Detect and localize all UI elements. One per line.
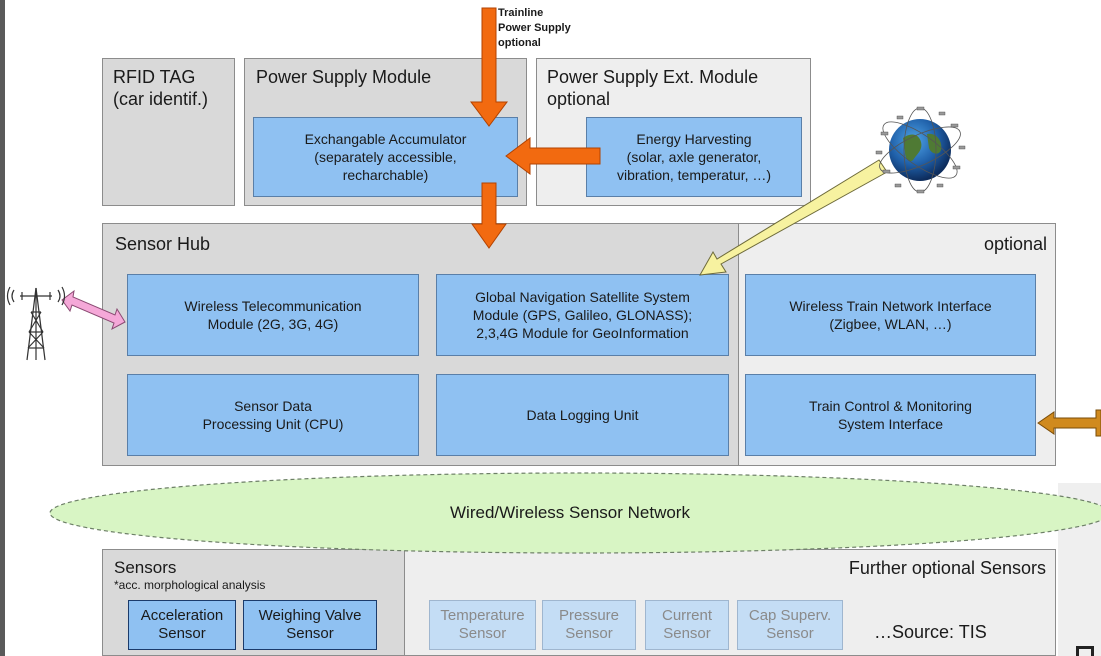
energy-harvesting: Energy Harvesting (solar, axle generator… xyxy=(586,117,802,197)
sensor-data-processing-unit: Sensor Data Processing Unit (CPU) xyxy=(127,374,419,456)
sensors-title: Sensors xyxy=(114,558,177,577)
wireless-train-network-interface: Wireless Train Network Interface (Zigbee… xyxy=(745,274,1036,356)
exchangable-accumulator: Exchangable Accumulator (separately acce… xyxy=(253,117,518,197)
trainline-annotation: Trainline Power Supply optional xyxy=(498,7,571,49)
harvesting-arrow xyxy=(505,137,601,175)
gnss-module: Global Navigation Satellite System Modul… xyxy=(436,274,729,356)
power-supply-ext-module-title: Power Supply Ext. Module optional xyxy=(547,67,759,109)
further-sensors-title: Further optional Sensors xyxy=(848,558,1046,578)
source-credit: …Source: TIS xyxy=(874,622,987,642)
satellite-arrow xyxy=(699,159,888,276)
temperature-sensor: Temperature Sensor xyxy=(429,600,536,650)
tcms-interface: Train Control & Monitoring System Interf… xyxy=(745,374,1036,456)
left-edge-bar xyxy=(0,0,5,656)
pressure-sensor: Pressure Sensor xyxy=(542,600,636,650)
power-supply-module-title: Power Supply Module xyxy=(256,67,432,87)
rfid-tag-box: RFID TAG (car identif.) xyxy=(102,58,235,206)
sensor-network-label: Wired/Wireless Sensor Network xyxy=(450,503,690,522)
trainline-arrow xyxy=(470,7,508,127)
sensors-note: *acc. morphological analysis xyxy=(114,578,266,592)
tcms-link-arrow xyxy=(1037,409,1101,437)
antenna-tower-icon xyxy=(6,286,66,361)
wireless-telecom-module: Wireless Telecommunication Module (2G, 3… xyxy=(127,274,419,356)
data-logging-unit: Data Logging Unit xyxy=(436,374,729,456)
antenna-link-arrow xyxy=(61,289,126,331)
cap-superv-sensor: Cap Superv. Sensor xyxy=(737,600,843,650)
weighing-valve-sensor: Weighing Valve Sensor xyxy=(243,600,377,650)
accumulator-to-hub-arrow xyxy=(471,182,507,249)
current-sensor: Current Sensor xyxy=(645,600,729,650)
corner-glyph-stem xyxy=(1076,646,1079,656)
sensor-hub-title: Sensor Hub xyxy=(115,234,211,254)
acceleration-sensor: Acceleration Sensor xyxy=(128,600,236,650)
satellite-globe-icon xyxy=(875,106,966,194)
corner-glyph xyxy=(1076,646,1094,649)
corner-glyph-stem-right xyxy=(1091,646,1094,656)
sensor-hub-optional-label: optional xyxy=(983,234,1047,254)
rfid-tag-title: RFID TAG (car identif.) xyxy=(113,67,209,109)
